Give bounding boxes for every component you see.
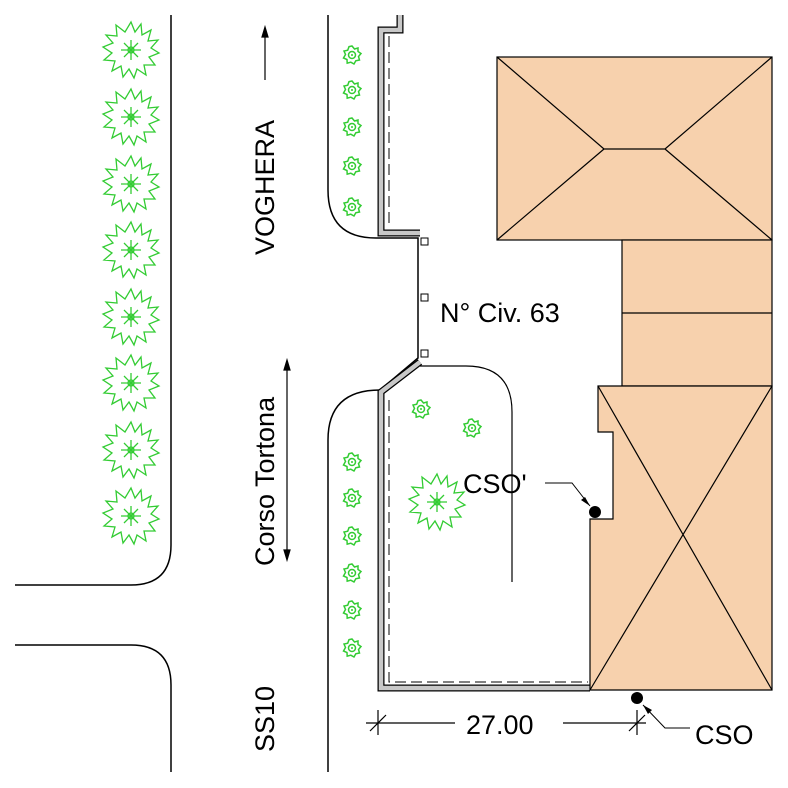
survey-point-icon <box>631 692 643 704</box>
shrub-icon <box>342 45 362 65</box>
left-road-edges <box>15 15 172 772</box>
tree-icon <box>102 155 160 213</box>
shrub-icon <box>342 563 362 583</box>
tree-icon <box>102 288 160 346</box>
cso-prime-label: CSO' <box>463 469 527 499</box>
civic-number-label: N° Civ. 63 <box>440 298 560 328</box>
shrub-icon <box>411 399 431 419</box>
arrow-icon <box>261 24 269 80</box>
shrub-icon <box>342 197 362 217</box>
street-label-ss10: SS10 <box>250 686 280 752</box>
shrubs <box>342 45 482 658</box>
tree-icon <box>102 21 160 79</box>
tree-row <box>102 21 160 545</box>
shrub-icon <box>462 418 482 438</box>
survey-point-cso: CSO <box>631 692 754 750</box>
survey-point-cso-prime: CSO' <box>463 469 601 518</box>
tree-icon <box>102 354 160 412</box>
building-south <box>589 385 773 691</box>
shrub-icon <box>342 526 362 546</box>
gate-posts <box>420 237 429 358</box>
street-label-corso-tortona: Corso Tortona <box>250 396 280 566</box>
building-north <box>496 56 773 241</box>
tree-icon <box>102 221 160 279</box>
shrub-icon <box>342 488 362 508</box>
tree-icon <box>102 487 160 545</box>
shrub-icon <box>342 156 362 176</box>
building-middle <box>621 239 773 387</box>
arrow-icon <box>283 357 291 563</box>
shrub-icon <box>342 600 362 620</box>
street-label-voghera: VOGHERA <box>250 120 280 255</box>
tree-icon <box>102 421 160 479</box>
shrub-icon <box>342 638 362 658</box>
dimension-line <box>366 710 646 735</box>
internal-driveway <box>420 365 513 582</box>
property-walls <box>377 15 590 692</box>
central-road-edges <box>327 15 419 772</box>
shrub-icon <box>342 80 362 100</box>
shrub-icon <box>342 452 362 472</box>
tree-icon <box>102 88 160 146</box>
cso-label: CSO <box>695 720 754 750</box>
shrub-icon <box>342 117 362 137</box>
tree-icon <box>408 473 466 531</box>
dimension-label: 27.00 <box>466 710 534 740</box>
survey-point-icon <box>589 506 601 518</box>
